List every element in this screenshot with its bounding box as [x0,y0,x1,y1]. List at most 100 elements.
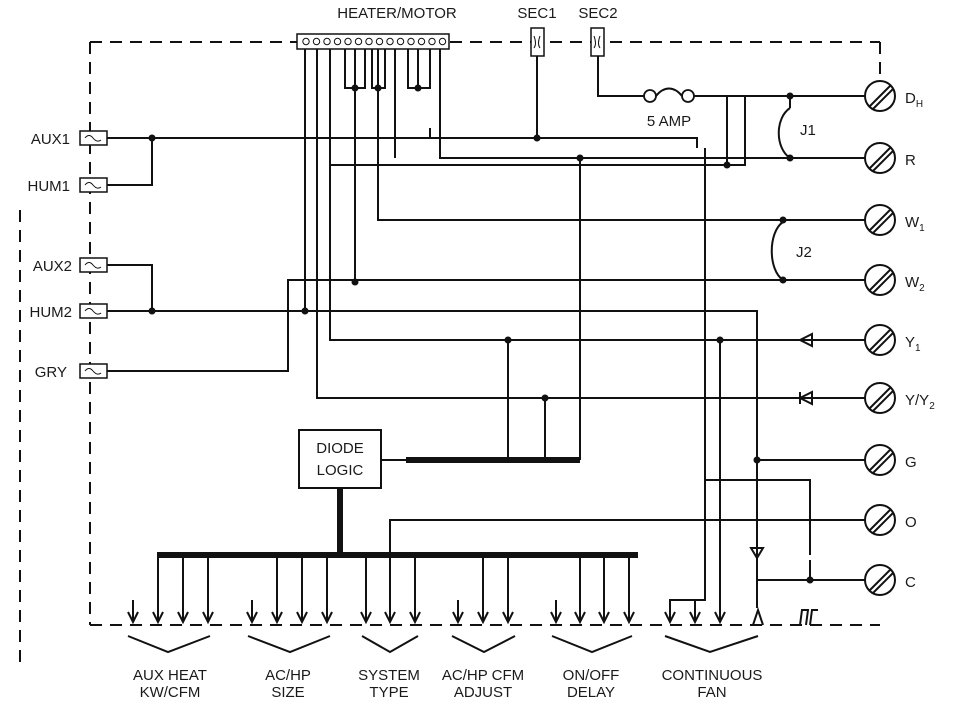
dip-switch-arrow[interactable] [177,611,189,625]
dip-group-onoff-delay: ON/OFF DELAY [551,635,633,701]
terminal-g[interactable]: G [864,444,917,476]
diode-logic-block: DIODE LOGIC [157,429,638,558]
dip-switch-arrow[interactable] [127,611,139,625]
sec1-connector: SEC1 [517,5,557,57]
dip-switch-arrow[interactable] [202,611,214,625]
dip-switch-arrow[interactable] [502,611,514,625]
terminal-dh-label: DH [905,90,923,110]
diode-logic-line1: DIODE [316,440,364,457]
connector-pin [302,37,310,46]
sec1-label: SEC1 [517,5,556,22]
sec2-connector: SEC2 [578,5,618,57]
connector-pin [407,37,415,46]
connector-pin [354,37,363,46]
hum1-label: HUM1 [27,178,70,195]
continuous-fan-caption-line2: FAN [697,684,726,701]
terminal-w1-label: W1 [905,214,925,234]
dip-group-system-type: SYSTEM TYPE [358,635,420,701]
dip-switch-arrow[interactable] [321,611,333,625]
terminal-c-label: C [905,574,916,591]
terminal-r[interactable]: R [864,142,916,174]
terminal-o-label: O [905,514,917,531]
aux1-connector: AUX1 [31,130,108,148]
connector-pin [396,37,405,46]
terminal-r-label: R [905,152,916,169]
continuous-fan-caption-line1: CONTINUOUS [662,667,763,684]
hum2-label: HUM2 [29,304,72,321]
dip-group-achp-size: AC/HP SIZE [247,635,331,701]
heater-motor-label: HEATER/MOTOR [337,5,457,22]
terminal-y1[interactable]: Y1 [864,324,921,356]
achp-cfm-caption-line2: ADJUST [454,684,512,701]
connector-pin [428,37,436,46]
aux2-connector: AUX2 [33,257,108,275]
terminal-c[interactable]: C [864,564,916,596]
connector-pin [417,37,426,46]
terminal-g-label: G [905,454,917,471]
hum1-connector: HUM1 [27,177,108,195]
left-connectors: AUX1 HUM1 AUX2 HUM2 GRY [27,130,108,381]
achp-cfm-caption-line1: AC/HP CFM [442,667,524,684]
dip-group-achp-cfm: AC/HP CFM ADJUST [442,635,524,701]
dip-switch-arrow[interactable] [623,611,635,625]
connector-pin [333,37,342,46]
dip-switch-arrow[interactable] [477,611,489,625]
terminal-y1-label: Y1 [905,334,921,354]
dip-switch-arrow[interactable] [598,611,610,625]
onoff-delay-caption-line2: DELAY [567,684,615,701]
connector-pin [312,37,321,46]
sec2-label: SEC2 [578,5,617,22]
dip-switch-arrow[interactable] [271,611,283,625]
bottom-right-symbols [752,606,818,626]
aux-heat-caption-line2: KW/CFM [140,684,201,701]
gry-connector: GRY [35,363,108,381]
terminal-yy2-label: Y/Y2 [905,392,935,412]
dip-switch-arrow[interactable] [550,611,562,625]
connector-pin [375,37,384,46]
achp-size-caption-line1: AC/HP [265,667,311,684]
connector-pin [386,37,394,46]
fuse-label: 5 AMP [647,113,691,130]
dip-switch-arrow[interactable] [714,611,726,625]
terminal-dh[interactable]: DH [864,80,923,112]
gry-label: GRY [35,364,67,381]
j2-label: J2 [796,244,812,261]
jumper-j2: J2 [770,221,812,281]
heater-motor-connector: HEATER/MOTOR [296,5,457,50]
terminal-w2-label: W2 [905,274,925,294]
board-outline [19,41,881,668]
dip-switch-arrow[interactable] [152,611,164,625]
system-type-caption-line2: TYPE [369,684,408,701]
dip-switch-arrow[interactable] [246,611,258,625]
jumper-j1: J1 [777,107,816,159]
wiring [107,49,880,610]
achp-size-caption-line2: SIZE [271,684,304,701]
aux-heat-caption-line1: AUX HEAT [133,667,207,684]
terminal-yy2[interactable]: Y/Y2 [864,382,935,414]
dip-group-continuous-fan: CONTINUOUS FAN [662,635,763,701]
dip-switch-arrow[interactable] [296,611,308,625]
j1-label: J1 [800,122,816,139]
terminal-block: DH R W1 W2 Y1 Y/Y2 G [864,80,935,596]
terminal-w2[interactable]: W2 [864,264,925,296]
dip-switch-arrow[interactable] [574,611,586,625]
connector-pin [344,37,352,46]
terminal-o[interactable]: O [864,504,917,536]
terminal-w1[interactable]: W1 [864,204,925,236]
system-type-caption-line1: SYSTEM [358,667,420,684]
dip-switch-arrow[interactable] [664,611,676,625]
dip-switch-arrow[interactable] [360,611,372,625]
connector-pin [365,37,373,46]
aux1-label: AUX1 [31,131,70,148]
dip-switch-arrow[interactable] [452,611,464,625]
dip-switch-arrows [127,555,726,625]
connector-pin [438,37,447,46]
dip-group-aux-heat: AUX HEAT KW/CFM [127,635,211,701]
connector-pin [323,37,331,46]
aux2-label: AUX2 [33,258,72,275]
dip-switch-arrow[interactable] [409,611,421,625]
hum2-connector: HUM2 [29,303,108,321]
dip-switch-arrow[interactable] [384,611,396,625]
dip-switch-arrow[interactable] [689,611,701,625]
